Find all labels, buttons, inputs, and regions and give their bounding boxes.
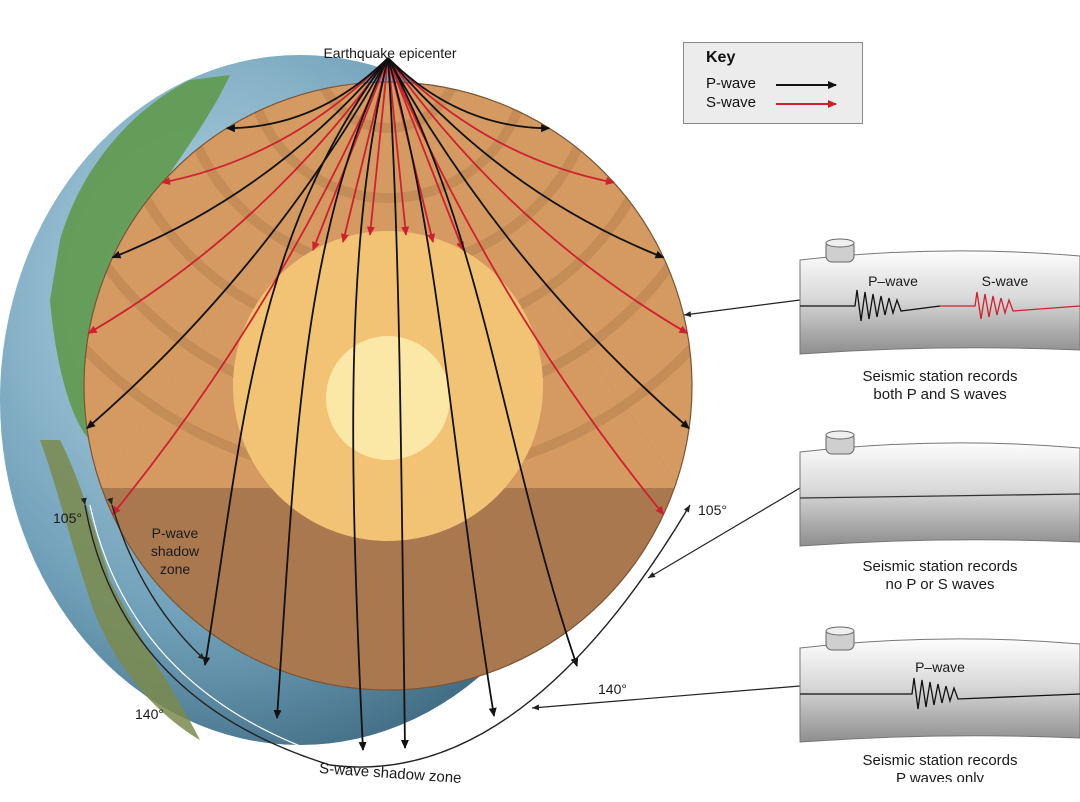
trace-label-s-wave: S-wave [982,273,1029,289]
key-s-wave: S-wave [706,94,756,111]
s-shadow-zone-label: S-wave shadow zone [319,760,462,787]
p-wave-ray [387,57,690,429]
p-wave-ray [387,57,579,667]
p-shadow-zone-line-1: P-wave [152,525,199,541]
p-wave-trace [800,677,1080,710]
seismograph-drum-2 [799,430,1080,547]
key-title: Key [706,49,736,66]
station-2-caption-line-1: Seismic station records [862,558,1018,575]
drum-paper [799,250,1080,355]
s-wave-trace [940,291,1080,320]
key-s-wave-label: S-wave [706,94,757,111]
key-p-wave: P-wave [706,75,756,92]
flat-trace [799,493,1080,499]
station-3-caption: Seismic station records P waves only [805,752,1075,782]
s-wave-ray [111,57,389,516]
p-wave-rays [86,57,690,751]
key-arrows [776,81,837,108]
s-wave-ray [387,57,665,516]
leader-line-station-1 [683,299,801,318]
p-wave-ray [352,57,389,751]
epicenter-label: Earthquake epicenter [323,45,456,61]
legend-key: Key P-wave S-wave [683,42,863,124]
station-1-caption-line-1: Seismic station records [862,368,1018,385]
earth-cross-section [84,82,692,690]
station-2-caption: Seismic station records no P or S waves [805,558,1075,594]
angle-right-140: 140° [598,681,627,697]
station-2-caption-line-2: no P or S waves [885,576,995,593]
p-wave-ray [387,57,665,259]
p-shadow-zone-line-3: zone [160,561,191,577]
p-wave-ray [387,57,409,749]
key-p-wave-label: P-wave [706,75,757,92]
drum-roll-top [825,626,855,636]
p-wave-trace [800,289,941,322]
s-shadow-zone-arc [80,497,691,768]
p-wave-ray [202,57,389,666]
drum-paper [799,442,1080,547]
p-wave-ray [111,57,389,259]
continent-south-america [40,440,200,740]
p-wave-ray [273,57,389,719]
s-wave-ray [387,57,689,334]
p-wave-ray [387,57,497,717]
station-1-caption: Seismic station records both P and S wav… [805,368,1075,404]
trace-label-p-wave: P–wave [915,659,965,675]
s-wave-ray [366,57,389,236]
s-wave-ray [87,57,389,334]
station-3-caption-line-1: Seismic station records [862,752,1018,769]
s-wave-ray [161,57,389,185]
angle-left-140: 140° [135,706,164,722]
drum-roll-top [825,430,855,440]
angle-right-105: 105° [698,502,727,518]
s-wave-rays [87,57,689,516]
inner-core [326,336,450,460]
seismograph-drum-3: P–wave [799,626,1080,743]
s-wave-ray [387,57,464,251]
s-wave-ray [387,57,615,185]
trace-label-p-wave: P–wave [868,273,918,289]
station-1-caption-line-2: both P and S waves [873,386,1007,403]
seismograph-drum-1: P–wave S-wave [799,238,1080,355]
p-shadow-zone-line-2: shadow [151,543,200,559]
leader-line-station-2 [647,487,801,579]
angle-left-105: 105° [53,510,82,526]
drum-roll-top [825,238,855,248]
p-wave-ray [86,57,389,429]
p-shadow-zone-arc [107,497,206,661]
leader-line-station-3 [531,685,801,711]
station-3-caption-line-2: P waves only [895,770,985,782]
p-wave-ray [225,57,389,133]
p-wave-ray [387,57,551,133]
s-wave-ray [387,57,410,236]
